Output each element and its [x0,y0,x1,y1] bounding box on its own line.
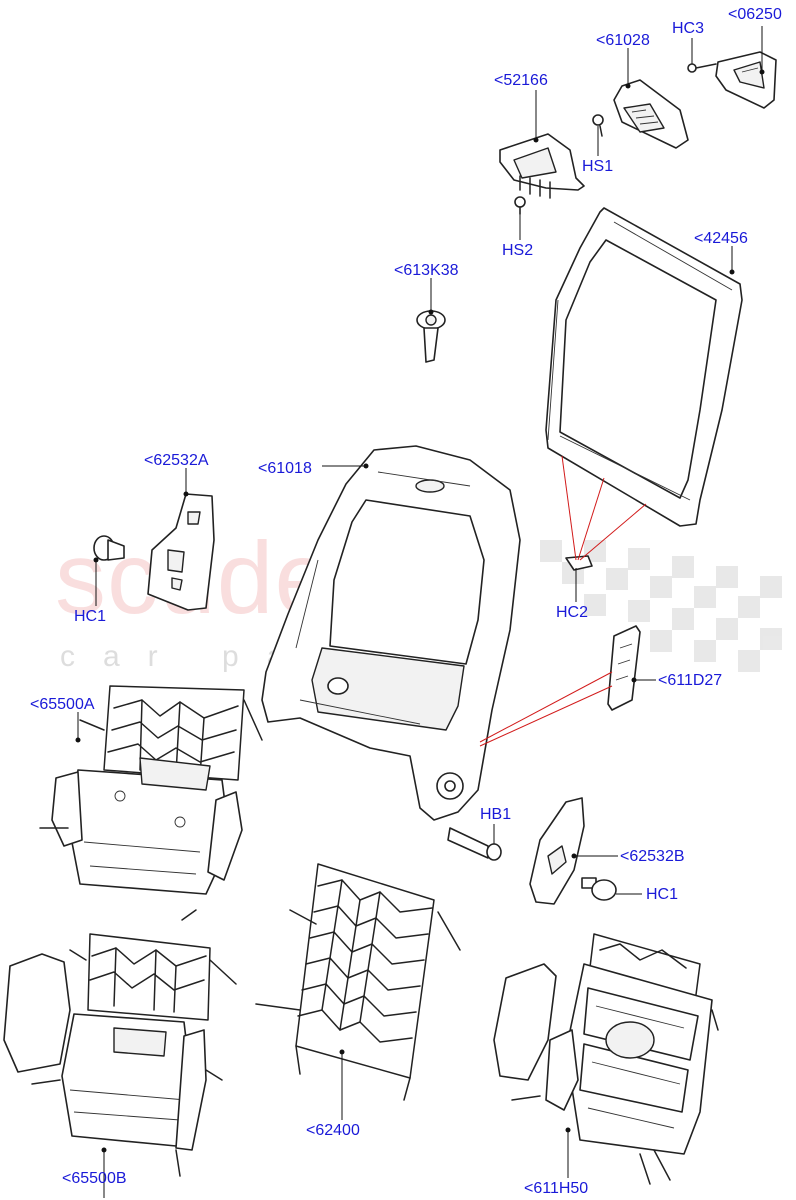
label-hs2[interactable]: HS2 [502,242,534,259]
part-42456-backrest-frame[interactable] [545,207,743,527]
part-611h50-seat-assembly[interactable] [493,933,719,1185]
part-62532a-side-panel[interactable] [147,493,215,611]
part-65500b-cushion-assembly[interactable] [3,933,237,1177]
label-hb1[interactable]: HB1 [480,806,512,823]
bolt-hb1[interactable] [447,827,502,861]
part-61028-bracket[interactable] [613,79,689,149]
label-62532b[interactable]: <62532B [620,848,685,865]
screw-hs1[interactable] [592,114,604,137]
watermark-flag [540,540,782,672]
part-62532b-trim[interactable] [529,797,585,905]
label-hc3[interactable]: HC3 [672,20,705,37]
label-613k38[interactable]: <613K38 [394,262,459,279]
label-61028[interactable]: <61028 [596,32,650,49]
label-42456[interactable]: <42456 [694,230,748,247]
clip-hc2[interactable] [565,555,593,571]
label-hs1[interactable]: HS1 [582,158,614,175]
label-62400[interactable]: <62400 [306,1122,360,1139]
part-06250-switch[interactable] [715,51,777,109]
label-hc1-right[interactable]: HC1 [646,886,679,903]
part-613k38-knob[interactable] [416,310,446,363]
label-65500b[interactable]: <65500B [62,1170,127,1187]
label-62532a[interactable]: <62532A [144,452,209,469]
label-hc2[interactable]: HC2 [556,604,589,621]
part-65500a-seat-assembly[interactable] [39,685,263,921]
red-leader-lines [479,455,647,747]
screw-hc3[interactable] [687,63,717,73]
label-hc1-left[interactable]: HC1 [74,608,107,625]
part-611d27-bracket[interactable] [607,625,641,711]
label-65500a[interactable]: <65500A [30,696,95,713]
label-61018[interactable]: <61018 [258,460,312,477]
leader-lines [75,26,765,1198]
label-52166[interactable]: <52166 [494,72,548,89]
label-611d27[interactable]: <611D27 [658,672,723,689]
label-611h50[interactable]: <611H50 [524,1180,589,1197]
clip-hc1-right[interactable] [581,877,617,901]
part-62400-spring-mat[interactable] [255,863,461,1101]
part-52166-module[interactable] [499,133,585,199]
label-06250[interactable]: <06250 [728,6,782,23]
part-61018-main-frame[interactable] [261,445,521,821]
clip-hc1-left[interactable] [93,535,125,561]
